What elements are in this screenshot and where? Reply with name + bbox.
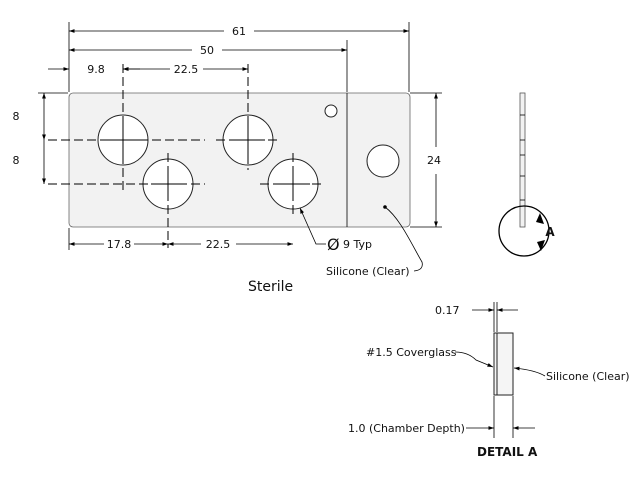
- port-hole: [366, 144, 400, 178]
- orientation-hole: [324, 104, 338, 118]
- dimension-texts: 61 50 9.8 22.5 8 8 24 17.8 22.5: [13, 25, 442, 251]
- silicone-leader-main: Silicone (Clear): [326, 206, 423, 278]
- chamber-depth-label: 1.0 (Chamber Depth): [348, 422, 465, 435]
- center-lines: [48, 64, 325, 248]
- dim-left-offset-top: 9.8: [87, 63, 105, 76]
- dim-height: 24: [427, 154, 441, 167]
- sterile-label: Sterile: [248, 279, 293, 295]
- detail-a-title: DETAIL A: [477, 445, 538, 459]
- detail-a-circle: [498, 205, 550, 257]
- extension-lines: [38, 22, 442, 250]
- slide-side-profile: [519, 92, 526, 228]
- side-view: A: [498, 92, 555, 257]
- dim-chamber-span: 50: [200, 44, 214, 57]
- silicone-label-main: Silicone (Clear): [326, 265, 410, 278]
- diameter-symbol: Ø: [327, 235, 340, 254]
- dim-overall-length: 61: [232, 25, 246, 38]
- dim-glass-thickness: 0.17: [435, 304, 460, 317]
- dim-row-offset-lower: 8: [13, 154, 20, 167]
- dim-hole-diameter: 9 Typ: [343, 238, 372, 251]
- hole-diameter-callout: Ø 9 Typ: [299, 207, 372, 254]
- dim-left-offset-bottom: 17.8: [107, 238, 132, 251]
- detail-marker: A: [545, 225, 555, 239]
- coverglass-label: #1.5 Coverglass: [366, 346, 457, 359]
- silicone-label-detail: Silicone (Clear): [546, 370, 630, 383]
- dim-row-offset-upper: 8: [13, 110, 20, 123]
- dimension-lines: [42, 29, 438, 246]
- detail-a-view: 0.17 #1.5 Coverglass Silicone (Clear) 1.…: [348, 302, 630, 459]
- dim-bottom-spacing: 22.5: [206, 238, 231, 251]
- dim-top-spacing: 22.5: [174, 63, 199, 76]
- silicone-layer: [496, 332, 514, 396]
